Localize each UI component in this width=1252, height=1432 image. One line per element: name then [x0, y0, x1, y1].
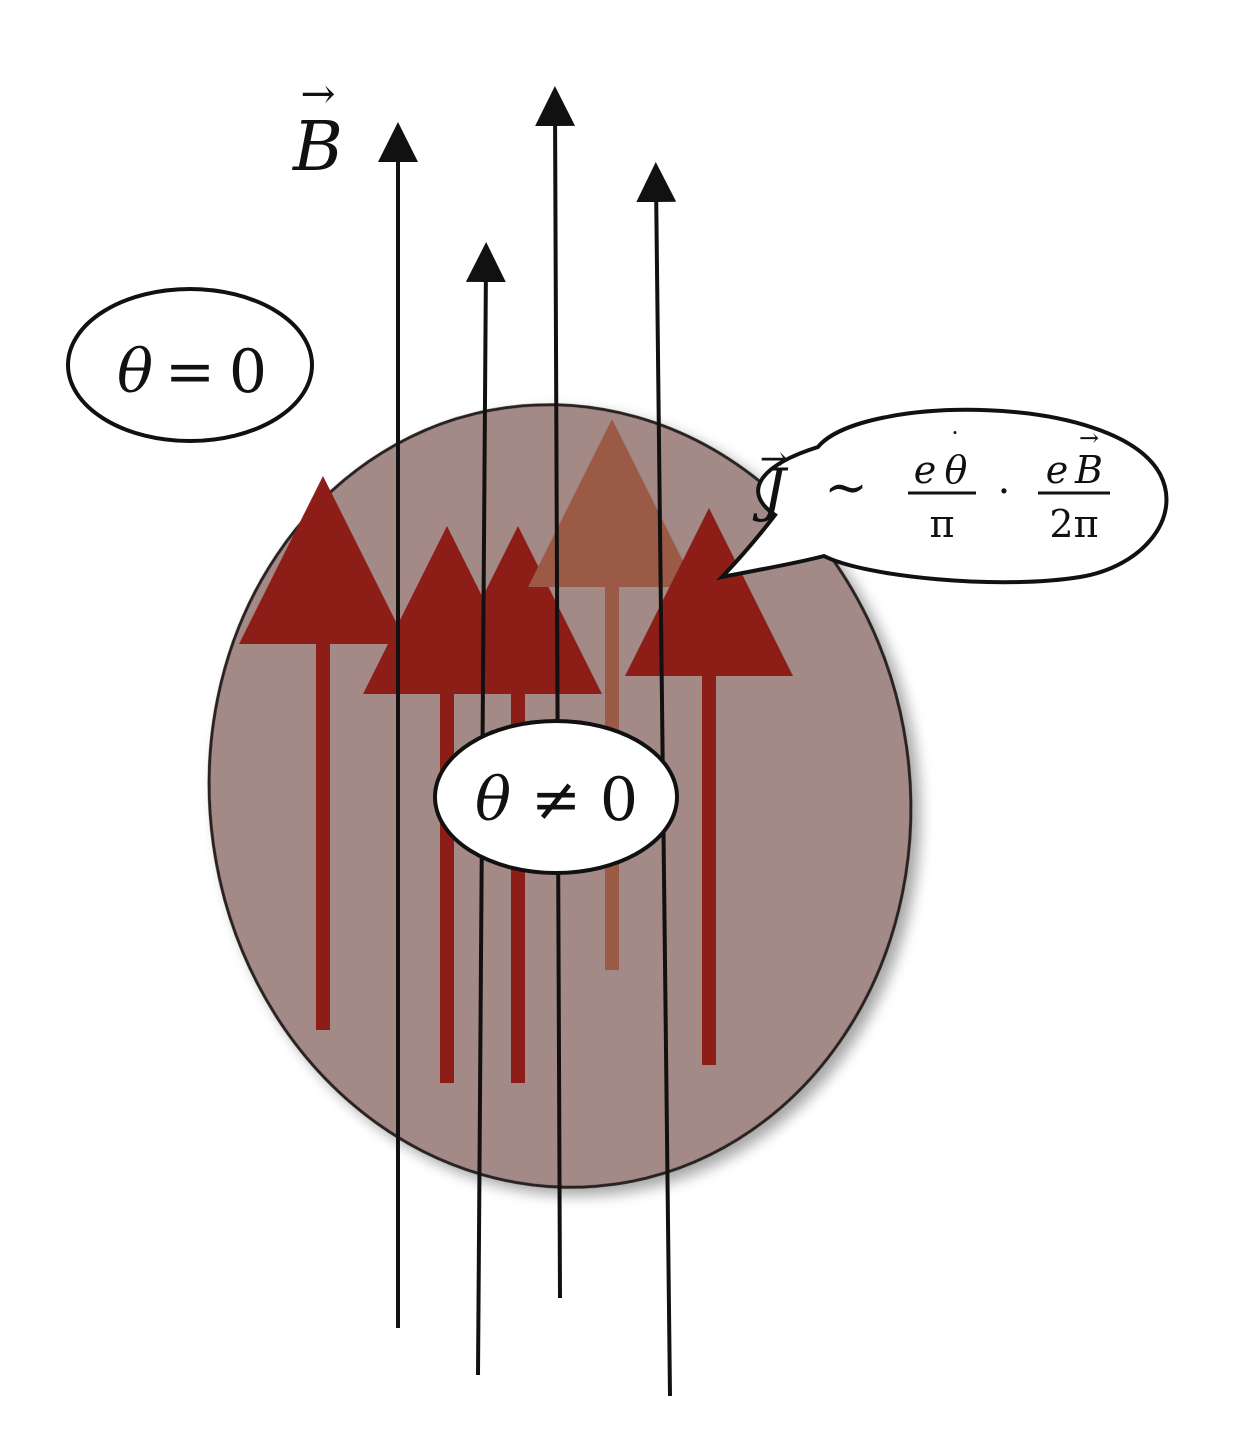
outside-condition-value: 0: [229, 337, 267, 407]
outside-condition-relation: =: [165, 337, 215, 407]
inside-condition-shape: [433, 719, 679, 875]
fraction1-num-e: e: [914, 448, 937, 492]
current-formula-callout: → J ∼ ˙ e θ π · → e B 2π: [716, 407, 1169, 585]
field-label-vector-mark: →: [300, 69, 335, 118]
inside-condition-relation: ≠: [531, 765, 581, 835]
inside-condition-bubble: ˙ θ ≠ 0: [433, 719, 679, 875]
callout-bubble-shape: [716, 407, 1169, 585]
formula-lhs-vector-mark: →: [760, 439, 789, 479]
inside-condition-value: 0: [600, 765, 638, 835]
field-label: → B: [291, 69, 343, 187]
inside-condition-dot: ˙: [484, 725, 501, 765]
field-line: [535, 86, 576, 1299]
fraction1-num-dot: ˙: [949, 428, 962, 458]
outside-condition-shape: [66, 287, 314, 443]
inside-condition-symbol: θ: [475, 765, 511, 835]
fraction2-den: 2π: [1049, 502, 1098, 546]
fraction2-num-e: e: [1046, 448, 1069, 492]
formula-relation: ∼: [824, 458, 868, 518]
fraction1-den: π: [930, 502, 955, 546]
fraction1-num-theta: θ: [945, 448, 968, 492]
fraction2-num-vector: →: [1079, 424, 1099, 452]
field-label-symbol: B: [291, 108, 343, 187]
outside-condition-bubble: θ = 0: [66, 287, 314, 443]
formula-operator: ·: [998, 469, 1011, 515]
fraction2-num-B: B: [1074, 448, 1103, 492]
outside-condition-symbol: θ: [117, 337, 153, 407]
